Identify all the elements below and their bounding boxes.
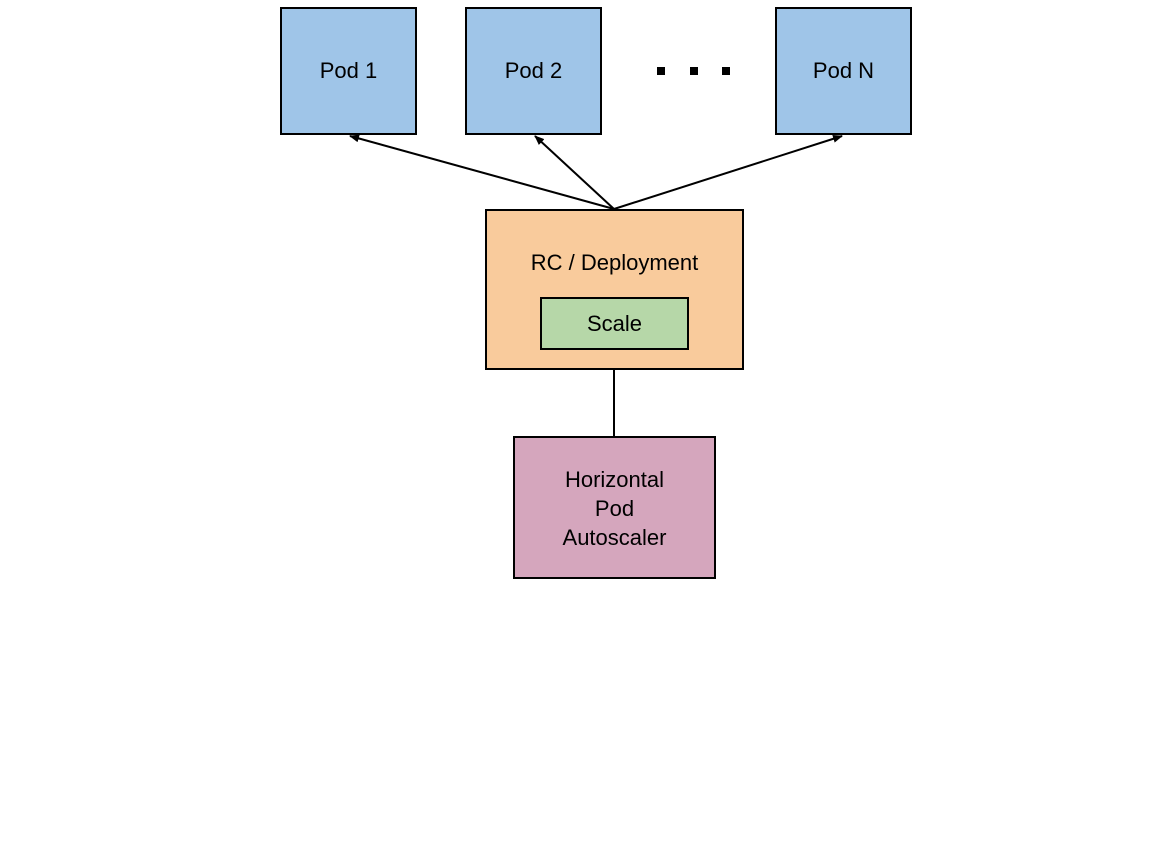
arrow-rc-to-pod-1	[349, 134, 615, 210]
arrow-rc-to-pod-n	[613, 134, 843, 210]
pod-1-box: Pod 1	[280, 7, 417, 135]
pod-2-label: Pod 2	[504, 58, 563, 83]
pod-1-label: Pod 1	[319, 58, 378, 83]
horizontal-pod-autoscaler-box: Horizontal Pod Autoscaler	[513, 436, 716, 579]
hpa-label-line: Horizontal	[564, 467, 665, 492]
ellipsis-dot	[722, 67, 730, 75]
ellipsis-dot	[690, 67, 698, 75]
arrow-rc-to-pod-2	[534, 135, 615, 210]
pod-n-label: Pod N	[812, 58, 875, 83]
pod-2-box: Pod 2	[465, 7, 602, 135]
ellipsis-dot	[657, 67, 665, 75]
hpa-label-line: Pod	[594, 496, 635, 521]
scale-box: Scale	[540, 297, 689, 350]
pod-n-box: Pod N	[775, 7, 912, 135]
hpa-label: Horizontal Pod Autoscaler	[563, 465, 667, 552]
scale-label: Scale	[586, 310, 643, 336]
rc-deployment-label: RC / Deployment	[530, 250, 699, 275]
hpa-label-line: Autoscaler	[562, 525, 667, 550]
